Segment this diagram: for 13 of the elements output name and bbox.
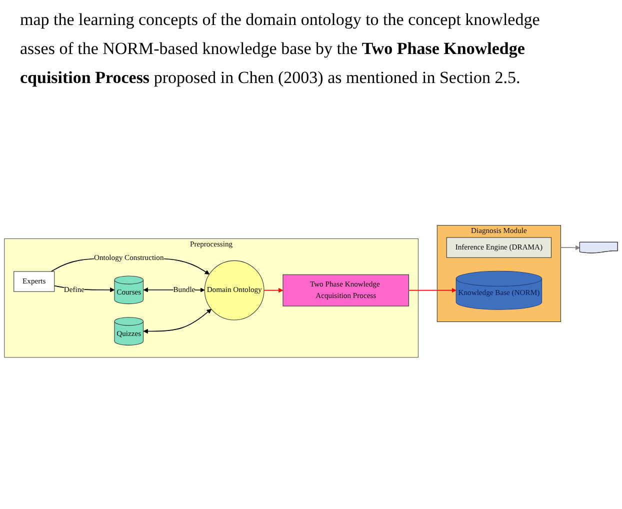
paragraph-line: asses of the NORM-based knowledge base by the Two Phase Knowledge (20, 38, 526, 60)
node-box (282, 274, 409, 307)
node-circle (204, 260, 264, 321)
arrow (264, 288, 284, 294)
node-box (14, 272, 55, 292)
cluster (436, 225, 561, 322)
arrow (560, 246, 580, 250)
cluster (4, 238, 418, 358)
arrow (143, 309, 212, 334)
arrow (408, 288, 456, 294)
node-box (446, 238, 552, 258)
paragraph-line: map the learning concepts of the domain ontology to the concept knowledge (20, 9, 541, 31)
paragraph-line: cquisition Process proposed in Chen (2003) as mentioned in Section 2.5. (20, 66, 522, 89)
